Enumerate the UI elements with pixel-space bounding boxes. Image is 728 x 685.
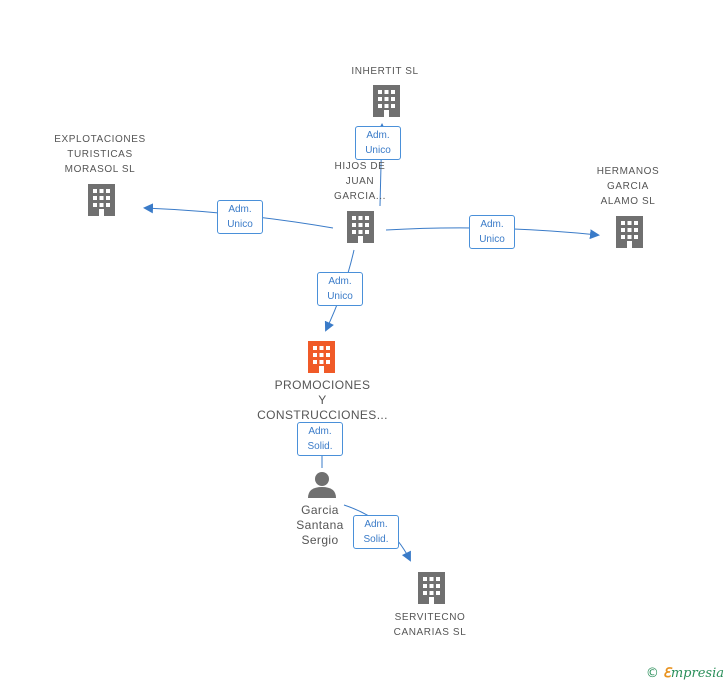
node-label-garcia[interactable]: Garcia Santana Sergio <box>296 503 344 547</box>
edge-label-servitecno: Adm. Solid. <box>353 515 399 549</box>
edge-label-inhertit: Adm. Unico <box>355 126 401 160</box>
copyright-icon: © <box>645 666 659 681</box>
footer-brand[interactable]: ©ℇmpresia <box>646 666 724 681</box>
building-icon-focus[interactable] <box>308 341 335 373</box>
edge-label-explotaciones: Adm. Unico <box>217 200 263 234</box>
building-icon[interactable] <box>418 572 445 604</box>
edge-label-promociones: Adm. Unico <box>317 272 363 306</box>
node-label-explotaciones[interactable]: EXPLOTACIONES TURISTICAS MORASOL SL <box>54 134 146 175</box>
node-label-hijos[interactable]: HIJOS DE JUAN GARCIA... <box>333 161 387 202</box>
node-label-servitecno[interactable]: SERVITECNO CANARIAS SL <box>393 612 467 638</box>
node-label-promociones[interactable]: PROMOCIONES Y CONSTRUCCIONES... <box>257 378 388 422</box>
edge-label-garcia-promociones: Adm. Solid. <box>297 422 343 456</box>
building-icon[interactable] <box>373 85 400 117</box>
building-icon[interactable] <box>88 184 115 216</box>
person-icon[interactable] <box>308 472 336 498</box>
node-label-hermanos[interactable]: HERMANOS GARCIA ALAMO SL <box>596 166 660 207</box>
edge-label-hermanos: Adm. Unico <box>469 215 515 249</box>
brand-name: mpresia <box>670 666 724 681</box>
brand-logo-letter: ℇ <box>662 666 671 681</box>
building-icon[interactable] <box>616 216 643 248</box>
node-label-inhertit[interactable]: INHERTIT SL <box>351 66 419 77</box>
building-icon[interactable] <box>347 211 374 243</box>
